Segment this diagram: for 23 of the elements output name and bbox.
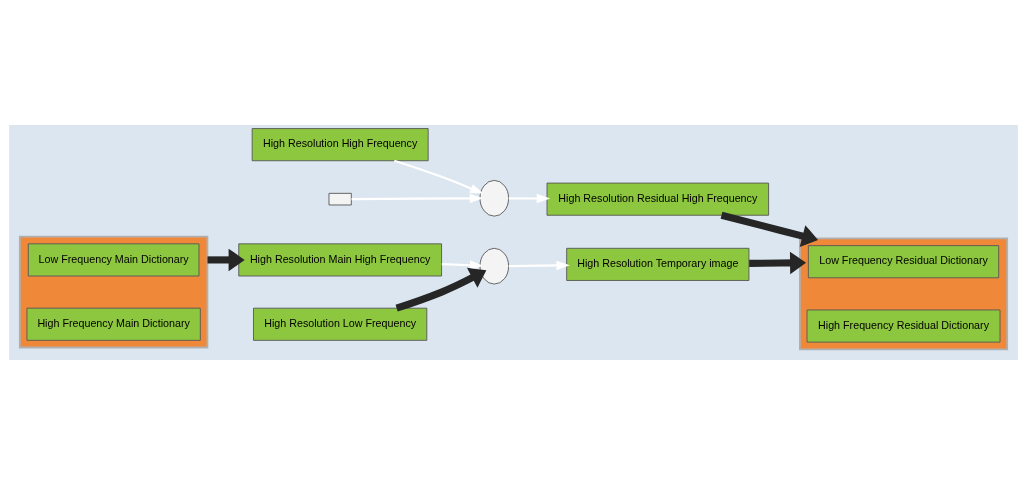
node-box: High Frequency Residual Dictionary [806,309,1001,343]
arrow [441,260,484,270]
node-box: High Frequency Main Dictionary [26,307,201,341]
arrow [720,211,819,247]
node-box: High Resolution Temporary image [566,247,750,281]
node-circle [479,247,510,284]
node-box: Low Frequency Main Dictionary [27,242,200,276]
node-box: Low Frequency Residual Dictionary [807,244,1000,278]
arrow [749,251,807,274]
arrow [395,267,487,312]
arrow [393,159,484,194]
node-circle [479,179,510,217]
cluster [18,235,209,348]
cluster [799,237,1009,350]
arrow [508,193,551,203]
node-box: High Resolution Low Frequency [253,307,428,341]
arrow [207,248,245,271]
node-box: High Resolution Main High Frequency [238,242,442,276]
node-box [328,192,352,205]
node-box: High Resolution Residual High Frequency [546,182,770,216]
arrow [508,260,570,270]
arrow [351,193,484,203]
node-box: High Resolution High Frequency [251,127,429,161]
